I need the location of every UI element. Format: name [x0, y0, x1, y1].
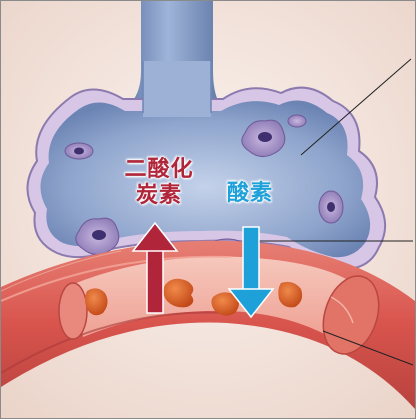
tube-junction — [143, 61, 211, 117]
vessel-cut-left — [59, 283, 87, 339]
o2-label: 酸素 — [227, 181, 273, 207]
co2-label-line1: 二酸化 — [119, 157, 199, 183]
co2-label: 二酸化 炭素 — [119, 157, 199, 209]
co2-label-line2: 炭素 — [119, 183, 199, 209]
